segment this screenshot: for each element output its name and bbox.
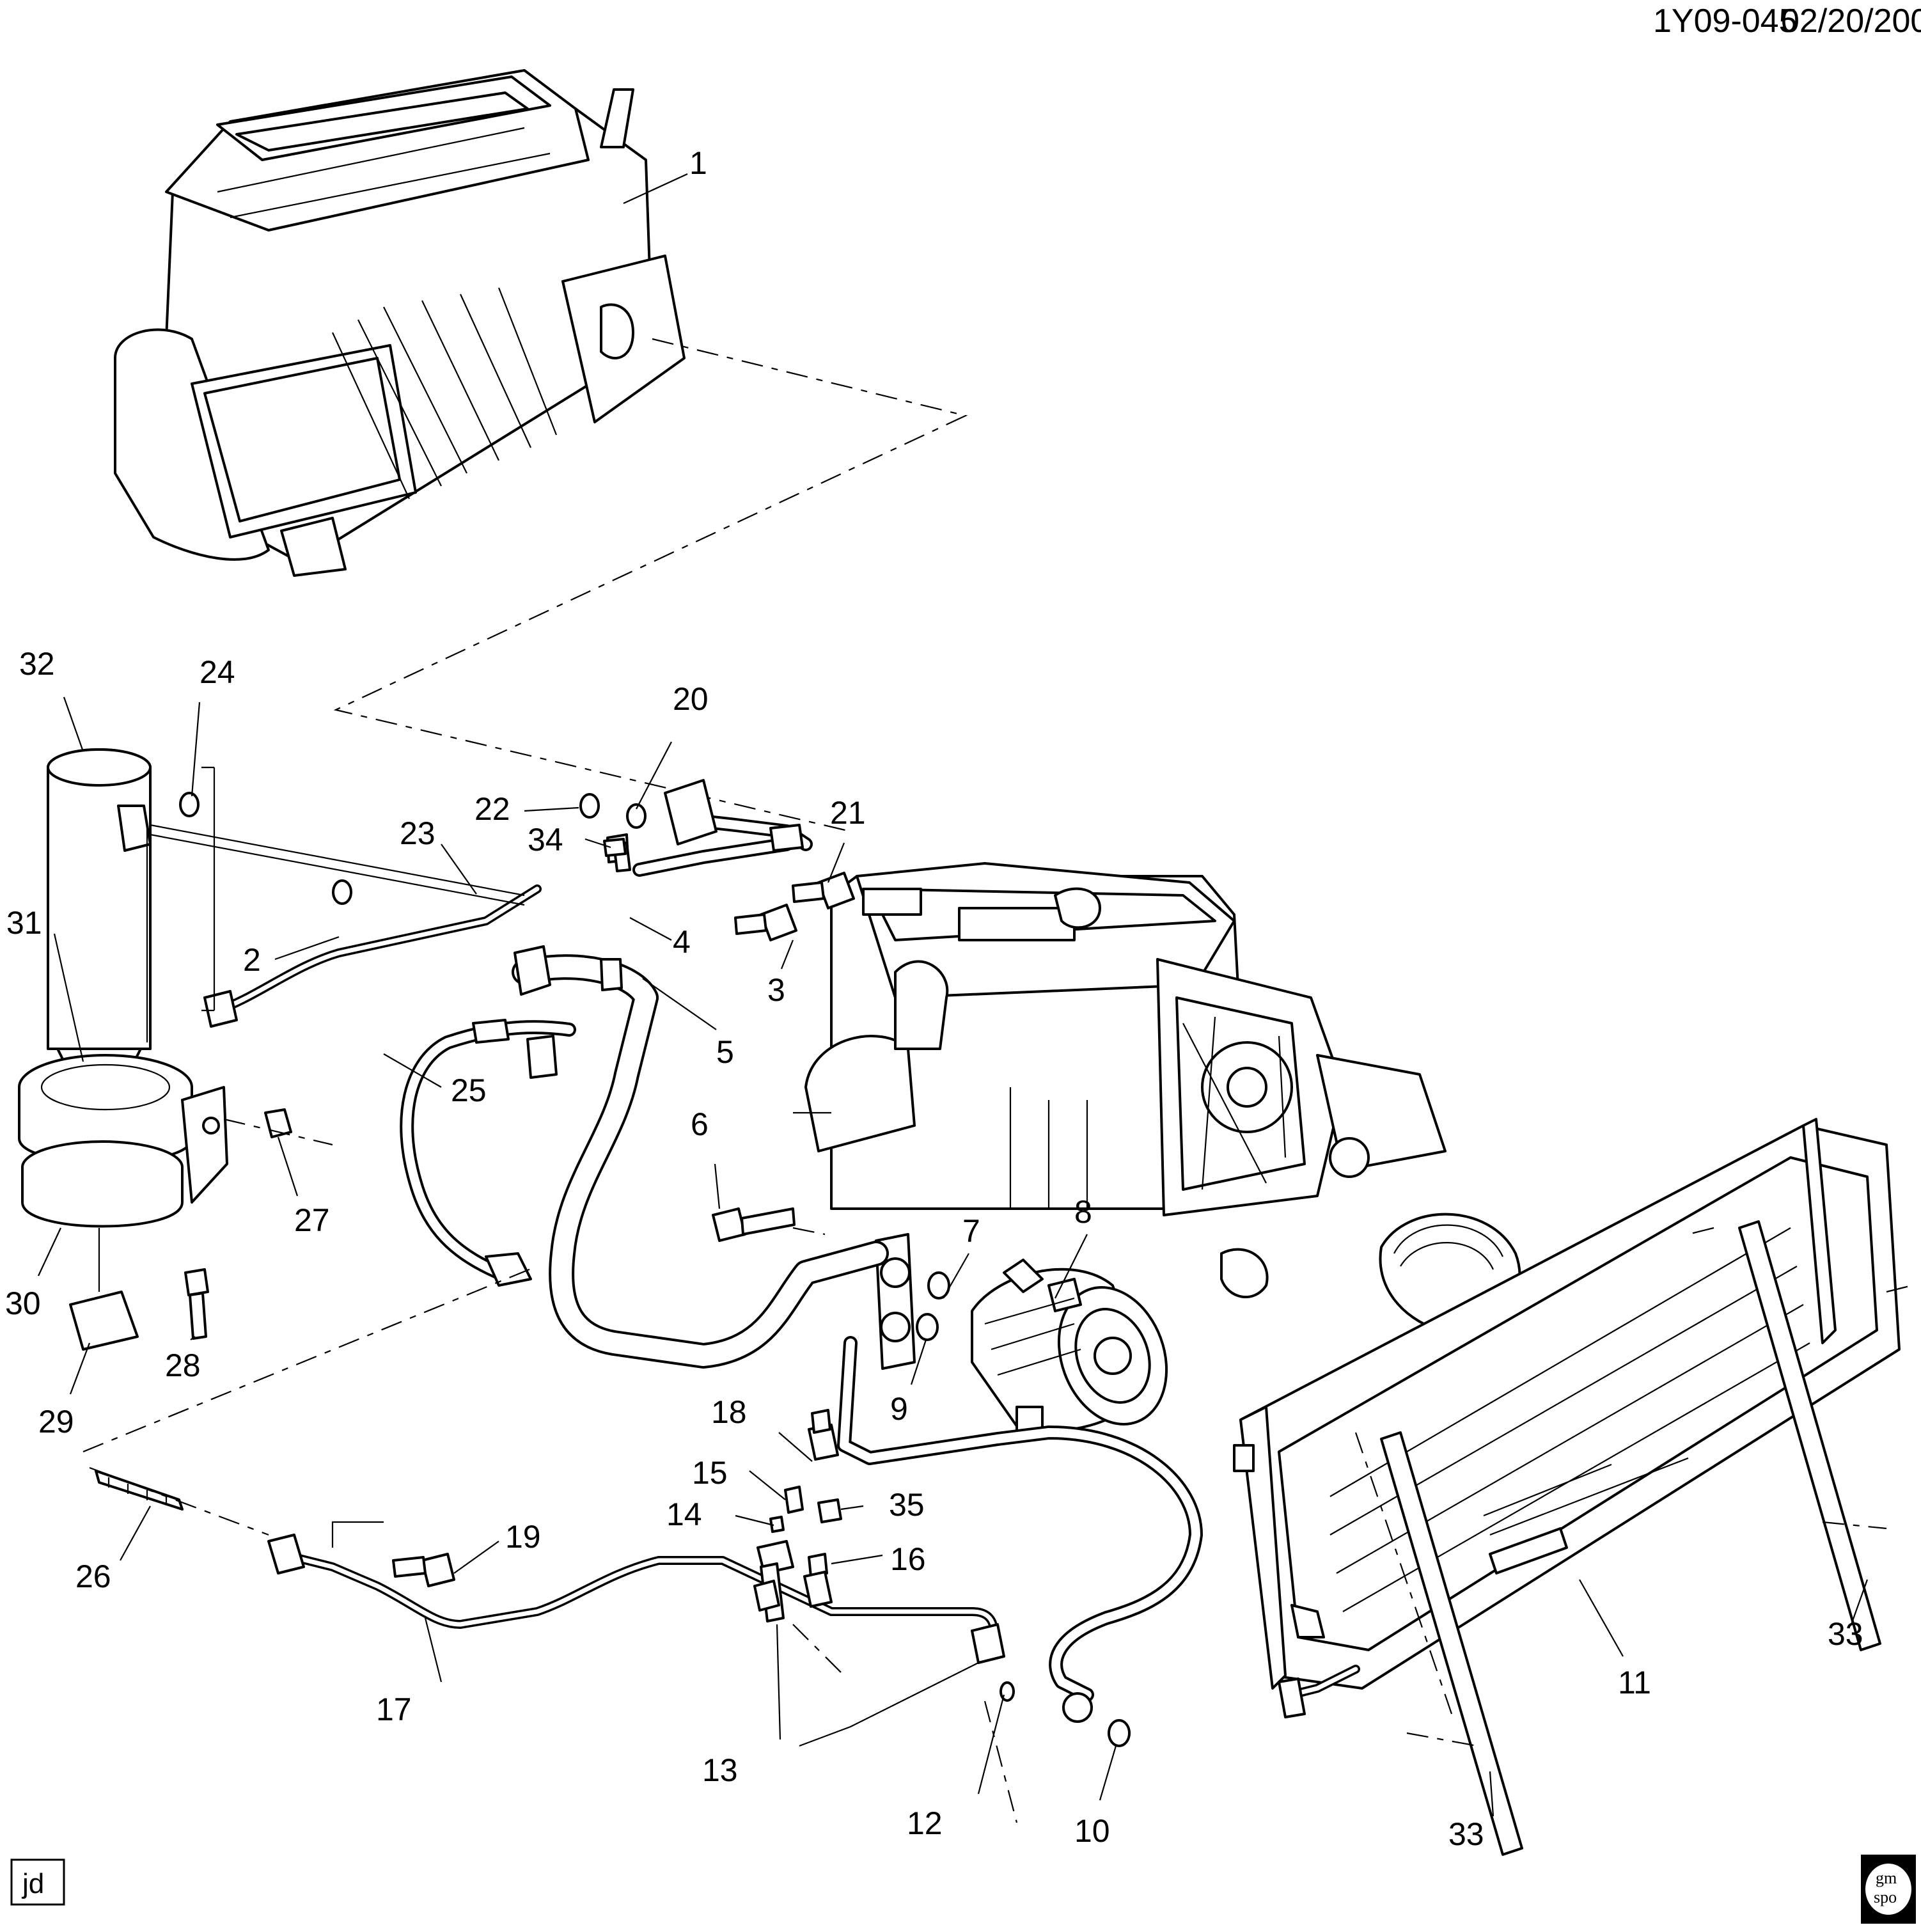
callout-30: 30 (5, 1285, 41, 1321)
callout-33-left: 33 (1448, 1816, 1484, 1852)
phantom-line-27 (223, 1118, 333, 1146)
callout-4: 4 (673, 924, 691, 960)
callout-15: 15 (692, 1455, 728, 1491)
diagram-header: 1Y09-045 02/20/2003 (1653, 3, 1921, 40)
callout-labels: 1 2 3 4 5 6 7 8 9 10 11 12 13 14 15 16 1… (5, 145, 1863, 1852)
callout-31: 31 (6, 905, 42, 941)
gm-spo-logo: gm spo (1861, 1855, 1916, 1924)
initials-box: jd (10, 1858, 65, 1906)
callout-12: 12 (907, 1805, 943, 1841)
callout-2: 2 (243, 942, 261, 978)
callout-27: 27 (294, 1202, 330, 1238)
callout-5: 5 (716, 1034, 734, 1070)
callout-24: 24 (200, 654, 235, 690)
liquid-line-25 (400, 1019, 576, 1287)
callout-7: 7 (962, 1213, 980, 1249)
phantom-lines-bolts (792, 1227, 1018, 1823)
callout-11: 11 (1618, 1665, 1651, 1700)
pad-29 (69, 1291, 139, 1351)
callout-3: 3 (767, 972, 785, 1008)
callout-32: 32 (19, 646, 55, 682)
callout-16: 16 (890, 1541, 926, 1577)
callout-6: 6 (691, 1106, 709, 1142)
callout-10: 10 (1074, 1813, 1110, 1849)
nut-27 (264, 1108, 292, 1138)
bolt-28 (184, 1268, 209, 1340)
o-rings (179, 792, 1131, 1747)
callout-14: 14 (666, 1496, 702, 1532)
phantom-line-condenser (1354, 1227, 1913, 1747)
phantom-line-26 (82, 1265, 538, 1536)
compressor-illustration (971, 1259, 1168, 1434)
callout-9: 9 (890, 1391, 908, 1427)
callout-23: 23 (400, 815, 435, 851)
diagram-code: 1Y09-045 (1653, 3, 1798, 40)
callout-18: 18 (711, 1394, 747, 1430)
callout-17: 17 (376, 1692, 412, 1727)
line-23 (203, 884, 542, 1028)
leader-lines (38, 173, 1869, 1817)
clamp-ring-31 (18, 1054, 193, 1164)
manifold-block (875, 1233, 916, 1370)
liquid-line-17 (267, 1534, 1005, 1664)
bracket-line-13 (799, 1662, 979, 1747)
upper-pipe-assembly (606, 779, 813, 877)
engine-illustration (793, 862, 1521, 1334)
mounting-strap-30 (21, 1086, 228, 1228)
callout-22: 22 (474, 791, 510, 827)
callout-1: 1 (689, 145, 707, 181)
callout-8: 8 (1074, 1194, 1092, 1230)
condenser-illustration (1233, 1118, 1901, 1856)
callout-20: 20 (673, 681, 709, 717)
logo-text-bottom: spo (1874, 1888, 1897, 1906)
callout-25: 25 (451, 1072, 487, 1108)
bracket-line-24 (201, 766, 216, 1012)
logo-text-top: gm (1876, 1869, 1897, 1887)
initials-text: jd (21, 1868, 44, 1899)
callout-13: 13 (702, 1752, 738, 1788)
side-seal-right (1738, 1220, 1881, 1651)
callout-34: 34 (528, 822, 563, 858)
valves-and-caps (603, 838, 842, 1612)
orifice-tube-26 (95, 1470, 184, 1511)
callout-21: 21 (830, 795, 866, 831)
callout-26: 26 (75, 1559, 111, 1594)
callout-19: 19 (505, 1519, 541, 1555)
callout-33-right: 33 (1828, 1616, 1863, 1652)
suction-hose (512, 945, 889, 1369)
diagram-date: 02/20/2003 (1781, 3, 1921, 40)
bracket-line-19 (331, 1521, 384, 1548)
hvac-module-illustration (114, 69, 686, 577)
callout-28: 28 (165, 1347, 201, 1383)
callout-29: 29 (38, 1404, 74, 1440)
discharge-hose (837, 1336, 1203, 1745)
side-seal-left (1380, 1431, 1523, 1856)
callout-35: 35 (889, 1487, 925, 1523)
